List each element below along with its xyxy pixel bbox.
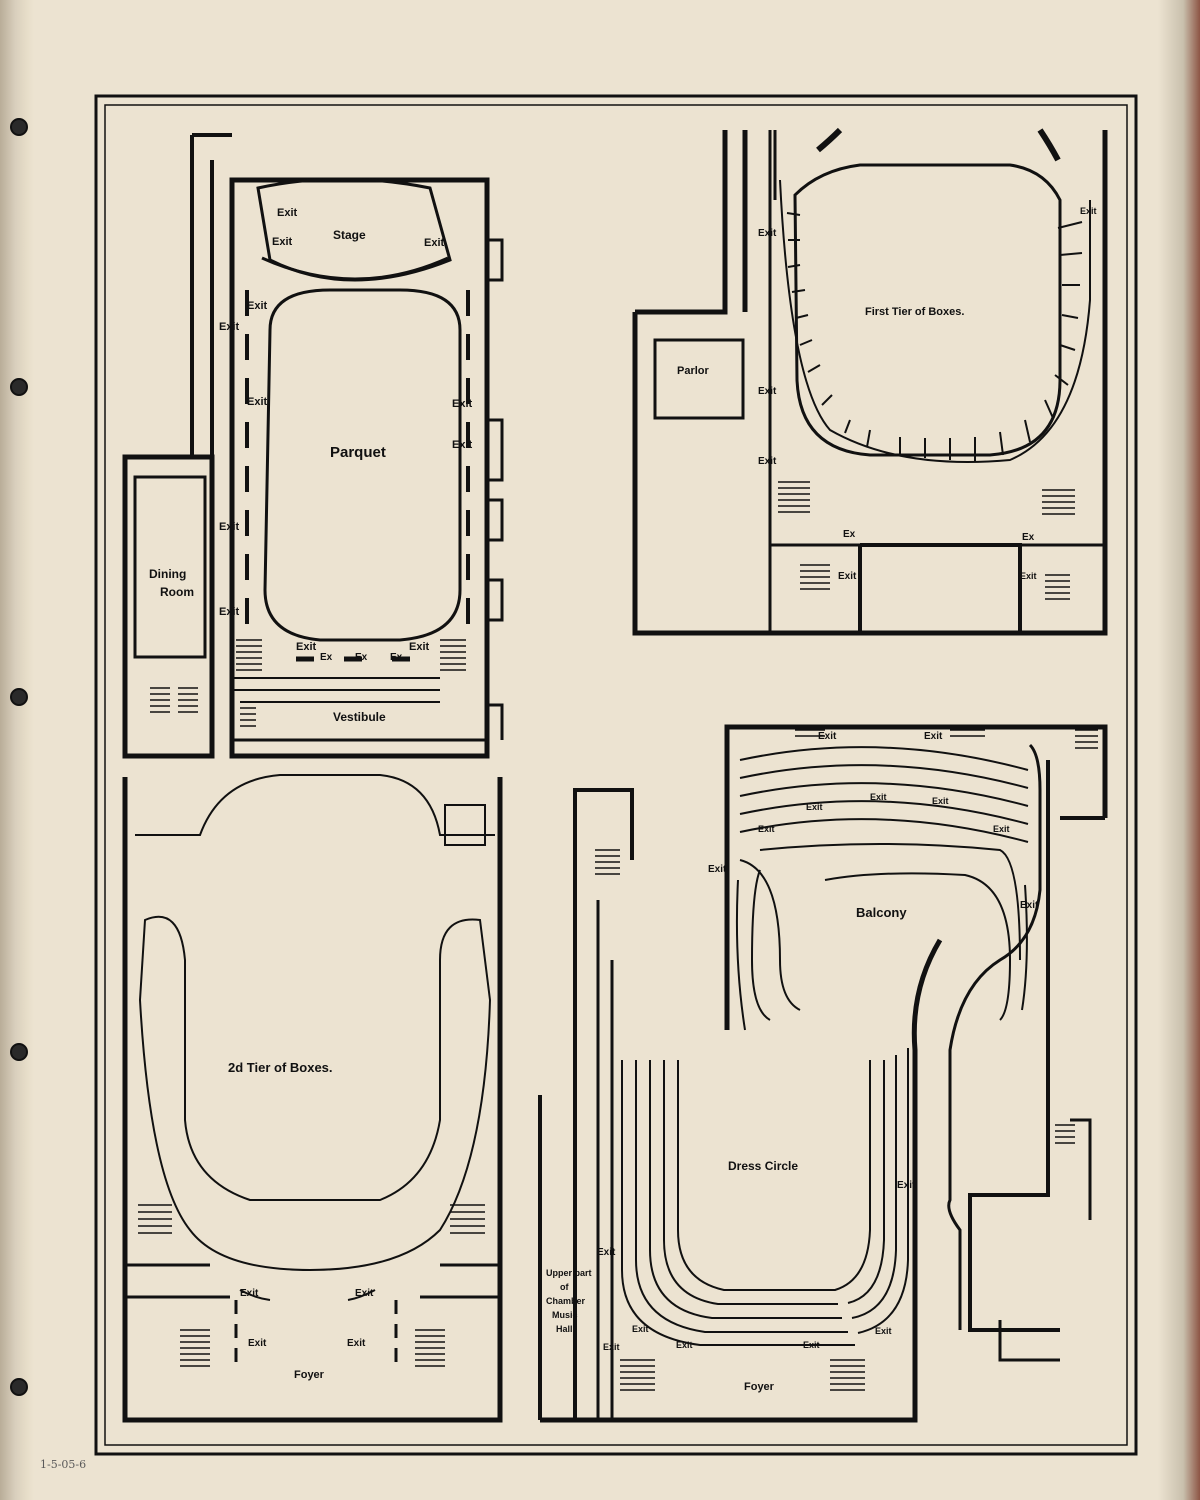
- ex-label: Ex: [355, 652, 368, 663]
- exit-label: Exit: [247, 396, 268, 408]
- exit-label: Exit: [758, 386, 777, 397]
- ex-label: Ex: [843, 529, 856, 540]
- binding-edge: [0, 0, 34, 1500]
- first-tier-title: First Tier of Boxes.: [865, 306, 964, 318]
- exit-label: Exit: [897, 1180, 916, 1191]
- balcony-dress-plan: [538, 724, 1108, 1423]
- dining-room-label: Room: [160, 585, 194, 599]
- exit-label: Exit: [924, 731, 943, 742]
- exit-label: Exit: [452, 398, 473, 410]
- exit-label: Exit: [1020, 571, 1037, 581]
- exit-label: Exit: [870, 792, 887, 802]
- binder-ring: [10, 378, 28, 396]
- handwritten-note: 1-5-05-6: [40, 1458, 86, 1471]
- second-tier-plan: [122, 774, 503, 1423]
- cover-edge: [1158, 0, 1200, 1500]
- vestibule-label: Vestibule: [333, 710, 386, 724]
- stage-label: Stage: [333, 228, 366, 242]
- first-tier-plan: [632, 127, 1108, 636]
- exit-label: Exit: [219, 521, 240, 533]
- balcony-dress-labels: Balcony Dress Circle Foyer Exit Exit Exi…: [546, 731, 1039, 1393]
- chamber-hall-label: Hall: [556, 1324, 573, 1334]
- exit-label: Exit: [355, 1288, 374, 1299]
- exit-label: Exit: [597, 1247, 616, 1258]
- dining-room-label: Dining: [149, 567, 186, 581]
- chamber-hall-label: Upper part: [546, 1268, 592, 1278]
- parquet-labels: Parquet Stage Vestibule Dining Room Exit…: [149, 207, 473, 724]
- parquet-title: Parquet: [330, 444, 386, 461]
- exit-label: Exit: [803, 1340, 820, 1350]
- exit-label: Exit: [603, 1342, 620, 1352]
- chamber-hall-label: of: [560, 1282, 569, 1292]
- exit-label: Exit: [758, 824, 775, 834]
- parquet-plan: [122, 133, 504, 759]
- exit-label: Exit: [424, 237, 445, 249]
- exit-label: Exit: [240, 1288, 259, 1299]
- exit-label: Exit: [758, 456, 777, 467]
- second-tier-title: 2d Tier of Boxes.: [228, 1060, 333, 1075]
- ex-label: Ex: [1022, 532, 1035, 543]
- exit-label: Exit: [409, 641, 430, 653]
- exit-label: Exit: [758, 228, 777, 239]
- binder-ring: [10, 1378, 28, 1396]
- box-partitions: [786, 212, 1083, 462]
- parlor-label: Parlor: [677, 365, 710, 377]
- exit-label: Exit: [1080, 206, 1097, 216]
- exit-label: Exit: [676, 1340, 693, 1350]
- exit-label: Exit: [277, 207, 298, 219]
- exit-label: Exit: [272, 236, 293, 248]
- page-border: [94, 94, 1138, 1456]
- exit-label: Exit: [932, 796, 949, 806]
- second-tier-labels: 2d Tier of Boxes. Foyer Exit Exit Exit E…: [228, 1060, 374, 1381]
- binder-ring: [10, 1043, 28, 1061]
- exit-label: Exit: [219, 321, 240, 333]
- ex-label: Ex: [390, 652, 403, 663]
- foyer-label: Foyer: [744, 1381, 775, 1393]
- dress-circle-title: Dress Circle: [728, 1159, 798, 1173]
- exit-label: Exit: [993, 824, 1010, 834]
- binder-ring: [10, 118, 28, 136]
- exit-label: Exit: [632, 1324, 649, 1334]
- foyer-label: Foyer: [294, 1369, 325, 1381]
- chamber-hall-label: Music: [552, 1310, 578, 1320]
- exit-label: Exit: [708, 864, 727, 875]
- exit-label: Exit: [818, 731, 837, 742]
- exit-label: Exit: [875, 1326, 892, 1336]
- binder-ring: [10, 688, 28, 706]
- exit-label: Exit: [806, 802, 823, 812]
- exit-label: Exit: [1020, 900, 1039, 911]
- exit-label: Exit: [219, 606, 240, 618]
- first-tier-labels: First Tier of Boxes. Parlor Exit Exit Ex…: [677, 206, 1097, 582]
- exit-label: Exit: [296, 641, 317, 653]
- exit-label: Exit: [248, 1338, 267, 1349]
- exit-label: Exit: [347, 1338, 366, 1349]
- exit-label: Exit: [838, 571, 857, 582]
- balcony-title: Balcony: [856, 905, 907, 920]
- exit-label: Exit: [247, 300, 268, 312]
- ex-label: Ex: [320, 652, 333, 663]
- exit-label: Exit: [452, 439, 473, 451]
- chamber-hall-label: Chamber: [546, 1296, 586, 1306]
